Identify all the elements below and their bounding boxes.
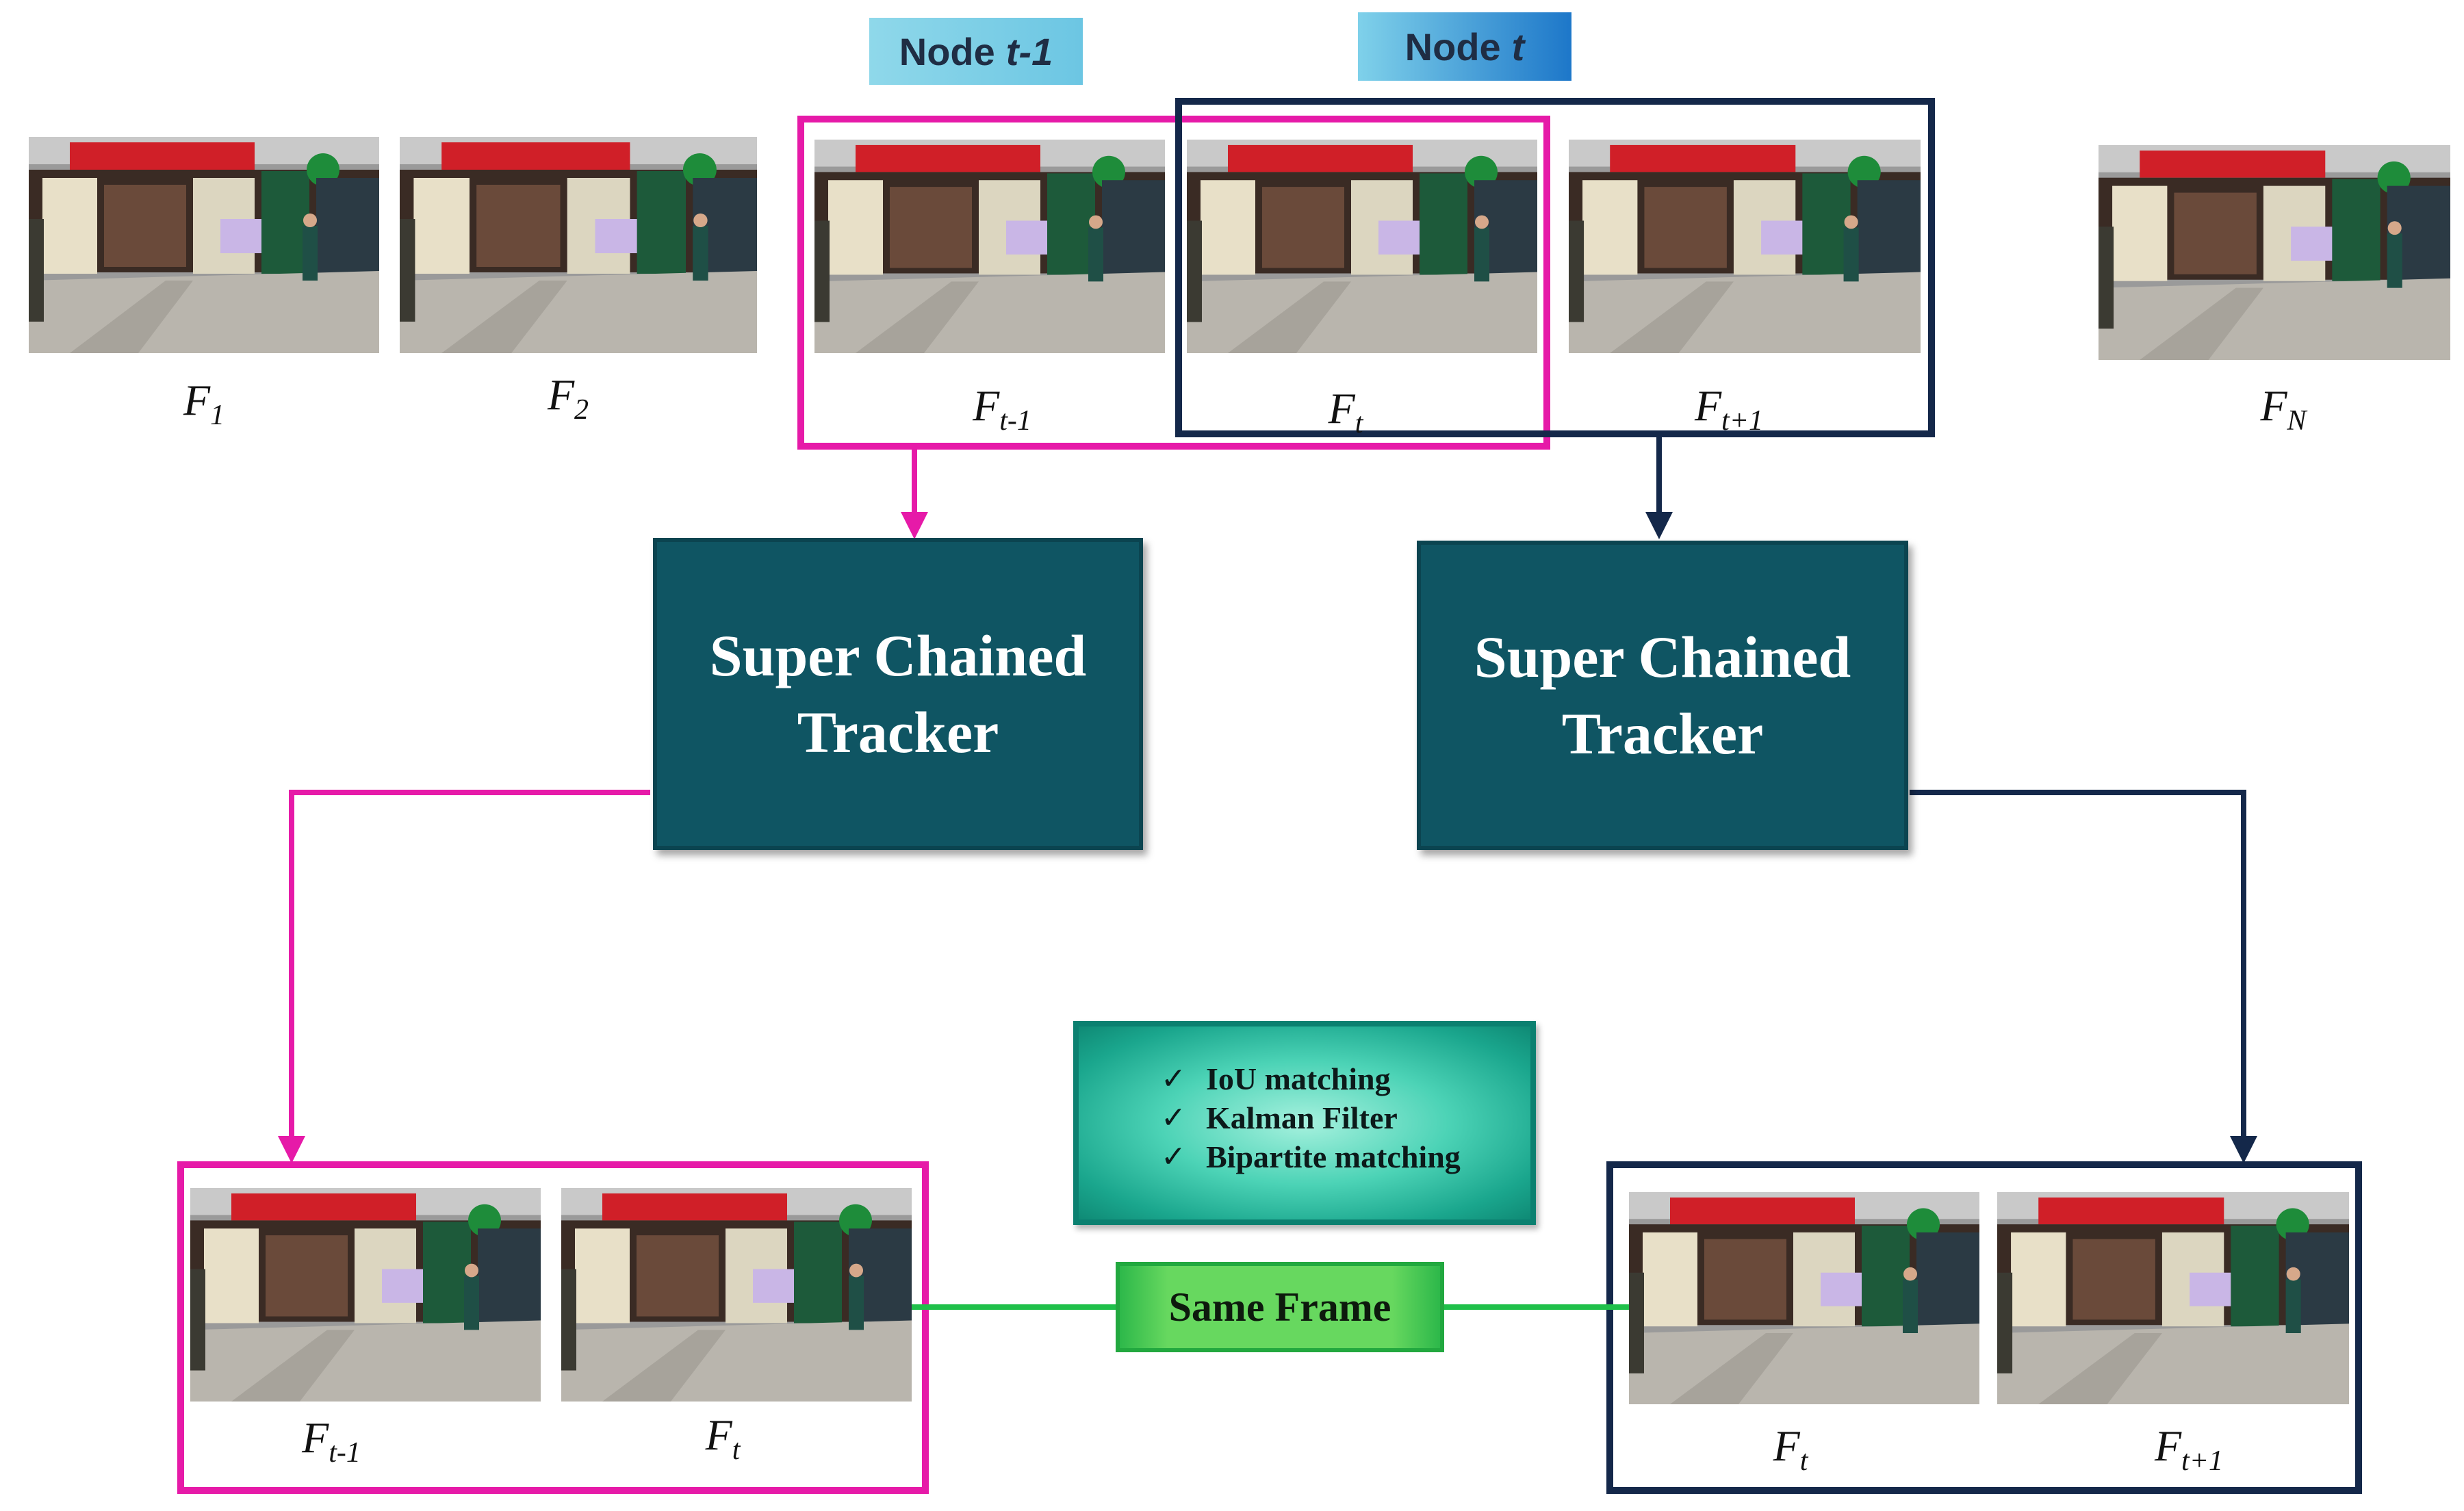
node-prev-badge: Node t-1 — [869, 18, 1083, 85]
check-icon: ✓ — [1161, 1100, 1186, 1135]
frame-label-ft: Ft — [1328, 384, 1363, 439]
arrow-tracker-left-to-bottom — [278, 790, 650, 1163]
check-icon: ✓ — [1161, 1139, 1186, 1174]
frame-thumb-ft+1 — [1569, 140, 1921, 353]
tracker-left: Super Chained Tracker — [653, 538, 1143, 850]
bottom-left-thumb-ft — [561, 1188, 912, 1402]
bottom-right-label-ft: Ft — [1773, 1421, 1808, 1477]
bottom-right-thumb-ft+1 — [1997, 1192, 2349, 1404]
node-curr-label: Node — [1404, 25, 1501, 68]
frame-label-ft+1: Ft+1 — [1694, 381, 1764, 437]
node-curr-var: t — [1511, 25, 1525, 68]
storefront-scene-image — [561, 1188, 912, 1402]
frame-thumb-fn — [2099, 145, 2450, 360]
storefront-scene-image — [1997, 1192, 2349, 1404]
frame-label-f1: F1 — [183, 376, 225, 431]
storefront-scene-image — [2099, 145, 2450, 360]
bottom-left-group-box — [177, 1161, 929, 1494]
storefront-scene-image — [1187, 140, 1537, 353]
storefront-scene-image — [190, 1188, 541, 1402]
method-item: ✓IoU matching — [1161, 1061, 1391, 1096]
node-prev-label: Node — [899, 29, 995, 73]
frame-thumb-ft-1 — [814, 140, 1165, 353]
frame-label-fn: FN — [2260, 381, 2307, 437]
tracker-right-line2: Tracker — [1561, 701, 1764, 766]
node-prev-group-box — [797, 116, 1550, 450]
arrow-tracker-right-to-bottom — [1910, 790, 2257, 1163]
bottom-left-label-ft: Ft — [705, 1410, 741, 1466]
method-item: ✓Bipartite matching — [1161, 1139, 1461, 1174]
frame-thumb-f2 — [400, 137, 757, 353]
node-curr-badge: Node t — [1358, 12, 1571, 81]
frame-label-ft-1: Ft-1 — [973, 381, 1031, 437]
node-prev-var: t-1 — [1005, 29, 1053, 73]
bottom-right-label-ft+1: Ft+1 — [2154, 1421, 2224, 1477]
frame-thumb-ft — [1187, 140, 1537, 353]
same-frame-label: Same Frame — [1116, 1262, 1444, 1352]
bottom-right-thumb-ft — [1629, 1192, 1979, 1404]
tracker-left-line2: Tracker — [797, 699, 999, 765]
storefront-scene-image — [814, 140, 1165, 353]
frame-thumb-f1 — [29, 137, 379, 353]
storefront-scene-image — [1629, 1192, 1979, 1404]
tracker-right-line1: Super Chained — [1474, 624, 1851, 690]
matching-methods-box: ✓IoU matching ✓Kalman Filter ✓Bipartite … — [1073, 1021, 1536, 1225]
tracker-left-line1: Super Chained — [709, 623, 1087, 688]
storefront-scene-image — [400, 137, 757, 353]
bottom-left-label-ft-1: Ft-1 — [302, 1413, 361, 1469]
frame-label-f2: F2 — [547, 370, 589, 426]
check-icon: ✓ — [1161, 1061, 1186, 1096]
bottom-left-thumb-ft-1 — [190, 1188, 541, 1402]
storefront-scene-image — [1569, 140, 1921, 353]
storefront-scene-image — [29, 137, 379, 353]
tracker-right: Super Chained Tracker — [1417, 541, 1908, 850]
node-curr-group-box — [1175, 98, 1935, 437]
bottom-right-group-box — [1606, 1161, 2362, 1494]
method-item: ✓Kalman Filter — [1161, 1100, 1398, 1135]
